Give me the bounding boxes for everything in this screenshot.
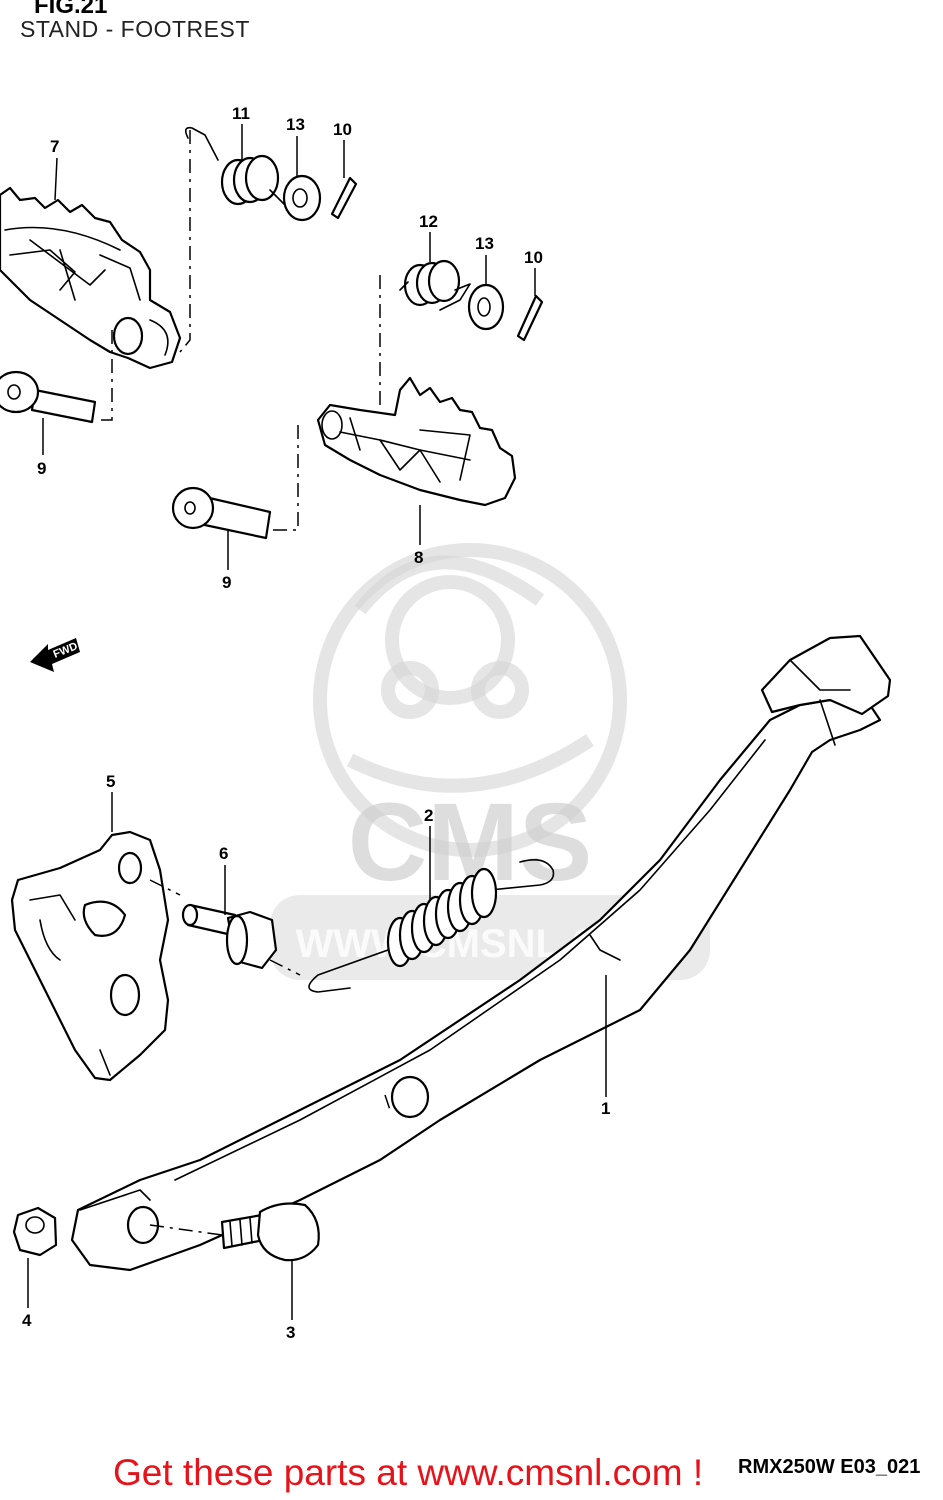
- callout-1: 1: [601, 1099, 610, 1118]
- callout-10-lower: 10: [524, 248, 543, 267]
- callout-2: 2: [424, 806, 433, 825]
- callout-4: 4: [22, 1311, 32, 1330]
- part-12-footrest-spring: [399, 259, 471, 311]
- part-6-flange-bolt: [181, 903, 278, 970]
- callout-13-upper: 13: [286, 115, 305, 134]
- callout-13-lower: 13: [475, 234, 494, 253]
- part-2-stand-spring: [308, 859, 555, 993]
- callout-7: 7: [50, 137, 59, 156]
- part-9-pin-right: [171, 486, 272, 540]
- part-13-washer-lower: [467, 283, 505, 331]
- part-8-right-footrest: [316, 376, 517, 507]
- callout-9-left: 9: [37, 459, 46, 478]
- figure-number: FIG.21: [34, 0, 108, 19]
- drawing-code: RMX250W E03_021: [738, 1456, 921, 1478]
- part-10-cotter-pin-lower: [516, 294, 544, 342]
- part-4-nut: [12, 1206, 58, 1257]
- callout-12: 12: [419, 212, 438, 231]
- callout-numbers: 7 11 13 10 12 13 10 9 8 9 5 6 2 1 4 3: [22, 104, 610, 1342]
- callout-8: 8: [414, 548, 423, 567]
- callout-9-right: 9: [222, 573, 231, 592]
- part-13-washer-upper: [282, 174, 322, 222]
- part-11-footrest-spring: [184, 126, 301, 216]
- assembly-lines: [95, 130, 391, 1236]
- callout-3: 3: [286, 1323, 295, 1342]
- part-9-pin-left: [0, 370, 97, 424]
- part-5-stand-bracket: [10, 830, 170, 1082]
- callout-6: 6: [219, 844, 228, 863]
- part-3-stand-bolt: [220, 1202, 320, 1262]
- part-7-left-footrest: [0, 186, 182, 370]
- parts-shop-link[interactable]: Get these parts at www.cmsnl.com !: [113, 1452, 704, 1493]
- part-10-cotter-pin-upper: [330, 176, 358, 220]
- callout-5: 5: [106, 772, 115, 791]
- forward-direction-arrow: FWD: [30, 638, 80, 672]
- diagram-subtitle: STAND - FOOTREST: [20, 16, 250, 42]
- callout-10-upper: 10: [333, 120, 352, 139]
- part-1-side-stand: [70, 634, 892, 1272]
- callout-11: 11: [232, 104, 250, 123]
- leader-lines: [27, 124, 607, 1320]
